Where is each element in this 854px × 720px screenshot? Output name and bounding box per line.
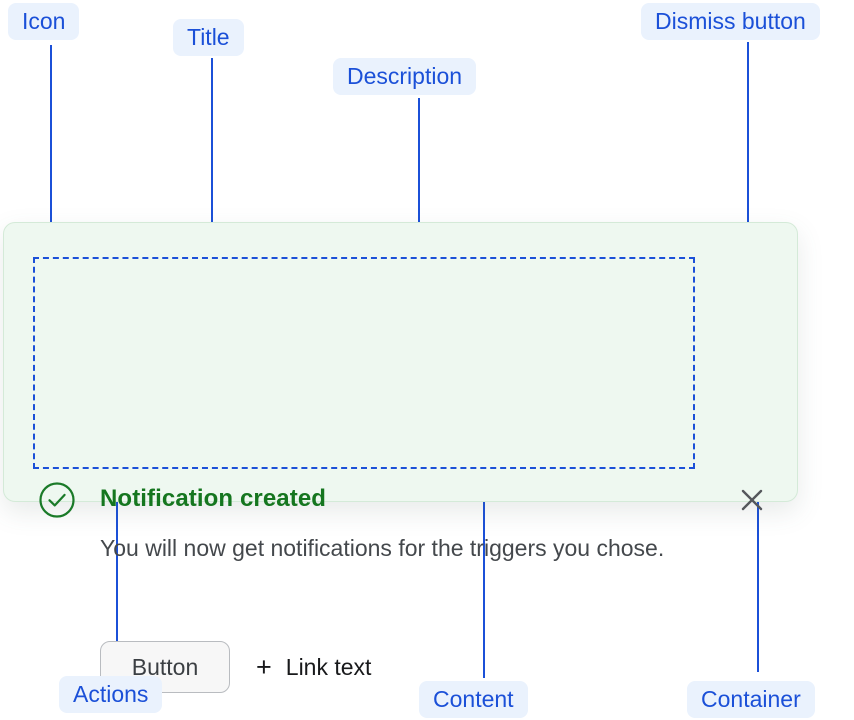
leader-line-icon bbox=[50, 45, 52, 250]
leader-line-description bbox=[418, 98, 420, 303]
annotation-label-dismiss: Dismiss button bbox=[641, 3, 820, 40]
leader-line-container bbox=[757, 472, 759, 672]
leader-line-dismiss bbox=[747, 42, 749, 247]
notification-container: Notification created You will now get no… bbox=[3, 222, 798, 693]
annotation-label-icon: Icon bbox=[8, 3, 80, 40]
annotation-label-description: Description bbox=[333, 58, 477, 95]
close-icon bbox=[741, 489, 763, 511]
notification-actions: Button + Link text bbox=[100, 641, 371, 693]
annotation-label-actions: Actions bbox=[59, 676, 163, 713]
leader-line-actions bbox=[116, 468, 118, 664]
notification-title: Notification created bbox=[100, 485, 327, 512]
annotation-label-title: Title bbox=[173, 19, 244, 56]
annotation-label-container: Container bbox=[687, 681, 815, 718]
check-circle-icon bbox=[38, 481, 76, 519]
leader-line-title bbox=[211, 58, 213, 265]
dismiss-button[interactable] bbox=[737, 485, 767, 515]
annotation-label-content: Content bbox=[419, 681, 528, 718]
action-link[interactable]: + Link text bbox=[256, 651, 372, 682]
notification-description: You will now get notifications for the t… bbox=[100, 535, 665, 561]
leader-line-content bbox=[483, 470, 485, 678]
action-button[interactable]: Button bbox=[100, 641, 230, 693]
plus-icon: + bbox=[256, 651, 272, 682]
action-link-label: Link text bbox=[285, 653, 372, 680]
